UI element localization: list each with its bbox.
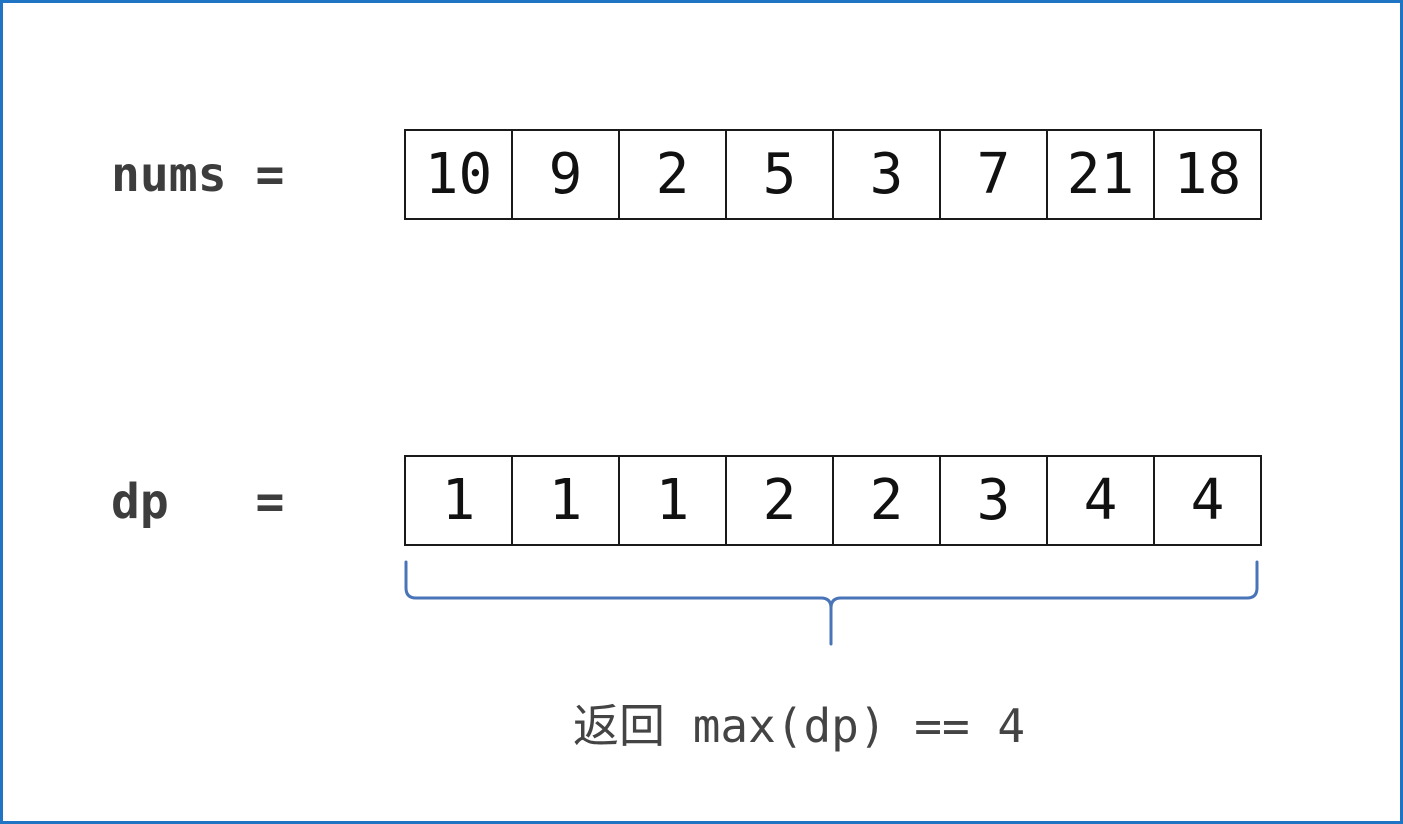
nums-cell: 10 — [406, 131, 513, 218]
nums-cell: 2 — [620, 131, 727, 218]
dp-label: dp = — [111, 474, 285, 530]
dp-cell: 2 — [727, 457, 834, 544]
dp-array: 1 1 1 2 2 3 4 4 — [404, 455, 1262, 546]
nums-array: 10 9 2 5 3 7 21 18 — [404, 129, 1262, 220]
dp-cell: 1 — [620, 457, 727, 544]
nums-cell: 18 — [1155, 131, 1262, 218]
dp-cell: 1 — [513, 457, 620, 544]
nums-cell: 9 — [513, 131, 620, 218]
dp-cell: 1 — [406, 457, 513, 544]
nums-cell: 21 — [1048, 131, 1155, 218]
dp-cell: 2 — [834, 457, 941, 544]
curly-brace — [404, 560, 1259, 646]
dp-cell: 4 — [1155, 457, 1262, 544]
nums-cell: 7 — [941, 131, 1048, 218]
result-text: 返回 max(dp) == 4 — [573, 699, 1026, 753]
nums-cell: 5 — [727, 131, 834, 218]
nums-label: nums = — [111, 147, 285, 203]
dp-cell: 3 — [941, 457, 1048, 544]
dp-cell: 4 — [1048, 457, 1155, 544]
nums-cell: 3 — [834, 131, 941, 218]
